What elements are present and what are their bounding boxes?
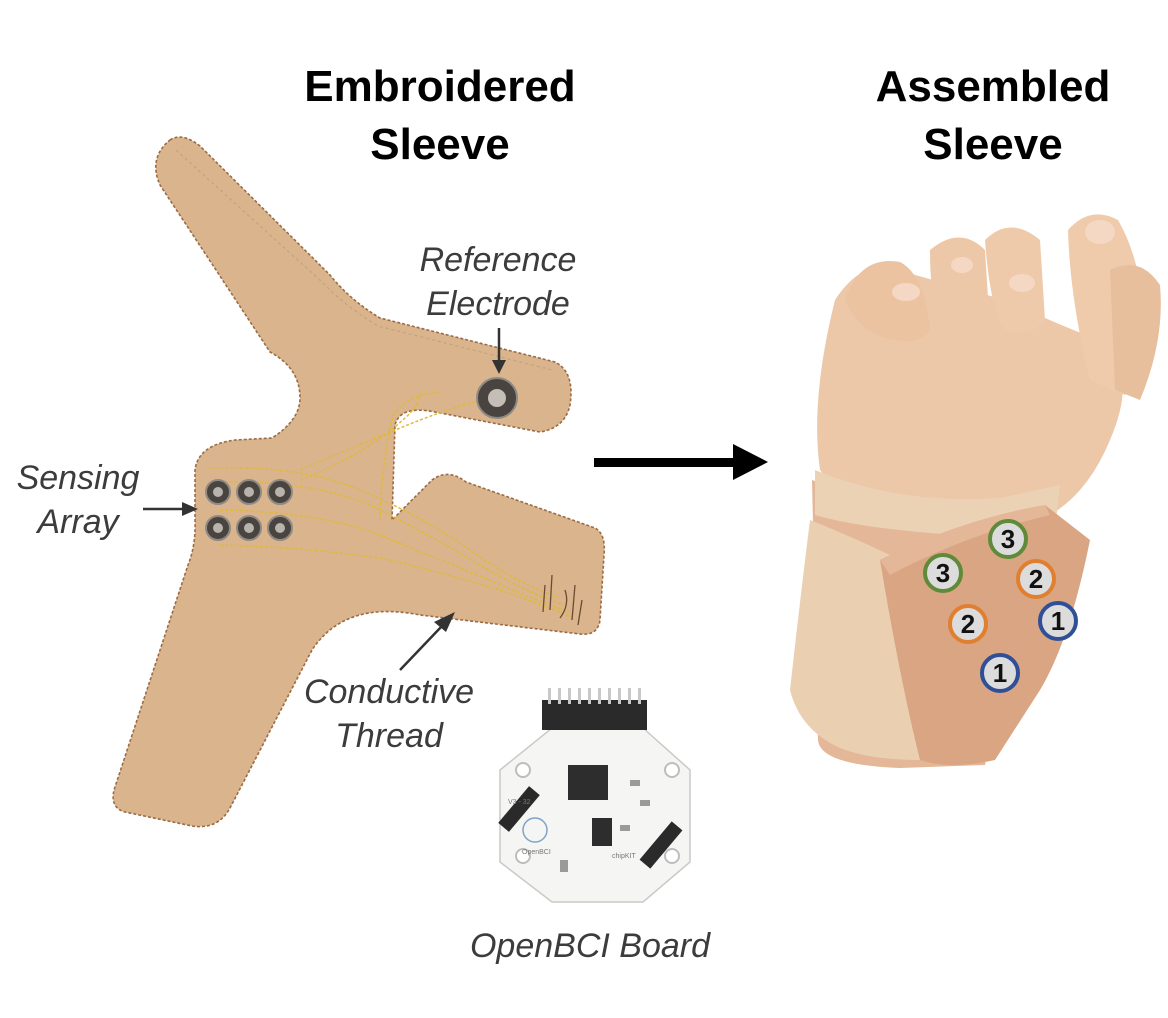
thread-ends — [542, 574, 583, 626]
electrode-badge-3-left: 3 — [923, 553, 963, 593]
openbci-board-label: OpenBCI Board — [469, 927, 711, 965]
electrode-badge-3-upper: 3 — [988, 519, 1028, 559]
sensing-array-electrodes — [205, 479, 293, 541]
sleeve-fabric — [112, 136, 606, 828]
electrode-badge-1-lower: 1 — [980, 653, 1020, 693]
svg-text:1: 1 — [1051, 606, 1065, 636]
finger-pinky — [1110, 265, 1161, 400]
svg-text:1: 1 — [993, 658, 1007, 688]
embroidered-title-line1: Embroidered — [304, 62, 576, 111]
finger-middle — [930, 237, 990, 341]
transition-arrow — [594, 444, 768, 480]
board-version-marking: V3 - 32 — [508, 799, 531, 806]
reference-electrode — [476, 377, 518, 419]
reference-label-line2: Electrode — [426, 285, 570, 323]
conductive-label-line1: Conductive — [303, 673, 475, 711]
conductive-thread-lines — [209, 389, 576, 619]
sleeve-fabric-inner-edge — [175, 149, 553, 371]
openbci-board: V3 - 32 OpenBCI chipKIT — [498, 688, 691, 903]
annotation-arrows — [143, 328, 506, 671]
assembled-hand — [790, 214, 1161, 768]
assembled-sleeve-title: Assembled Sleeve — [850, 58, 1136, 174]
assembled-title-line2: Sleeve — [923, 120, 1063, 169]
board-brand-marking: OpenBCI — [522, 849, 551, 856]
reference-electrode-label: Reference Electrode — [398, 238, 598, 326]
sensing-label-line1: Sensing — [16, 459, 140, 497]
electrode-badges: 3 3 2 2 1 1 — [923, 519, 1078, 693]
electrode-badge-2-upper: 2 — [1016, 559, 1056, 599]
assembled-title-line1: Assembled — [875, 62, 1111, 111]
svg-text:3: 3 — [1001, 524, 1015, 554]
svg-text:3: 3 — [936, 558, 950, 588]
svg-text:2: 2 — [1029, 564, 1043, 594]
embroidered-sleeve — [112, 136, 606, 828]
svg-text:2: 2 — [961, 609, 975, 639]
sensing-array-label: Sensing Array — [0, 456, 156, 544]
electrode-badge-1-right: 1 — [1038, 601, 1078, 641]
electrode-badge-2-left: 2 — [948, 604, 988, 644]
embroidered-title-line2: Sleeve — [370, 120, 510, 169]
conductive-label-line2: Thread — [335, 717, 443, 755]
finger-index — [845, 261, 930, 342]
board-chip-marking: chipKIT — [612, 853, 636, 860]
reference-label-line1: Reference — [419, 241, 577, 279]
embroidered-sleeve-title: Embroidered Sleeve — [280, 58, 600, 174]
board-octagon — [499, 727, 691, 903]
conductive-thread-label: Conductive Thread — [283, 670, 495, 758]
sensing-label-line2: Array — [37, 503, 119, 541]
